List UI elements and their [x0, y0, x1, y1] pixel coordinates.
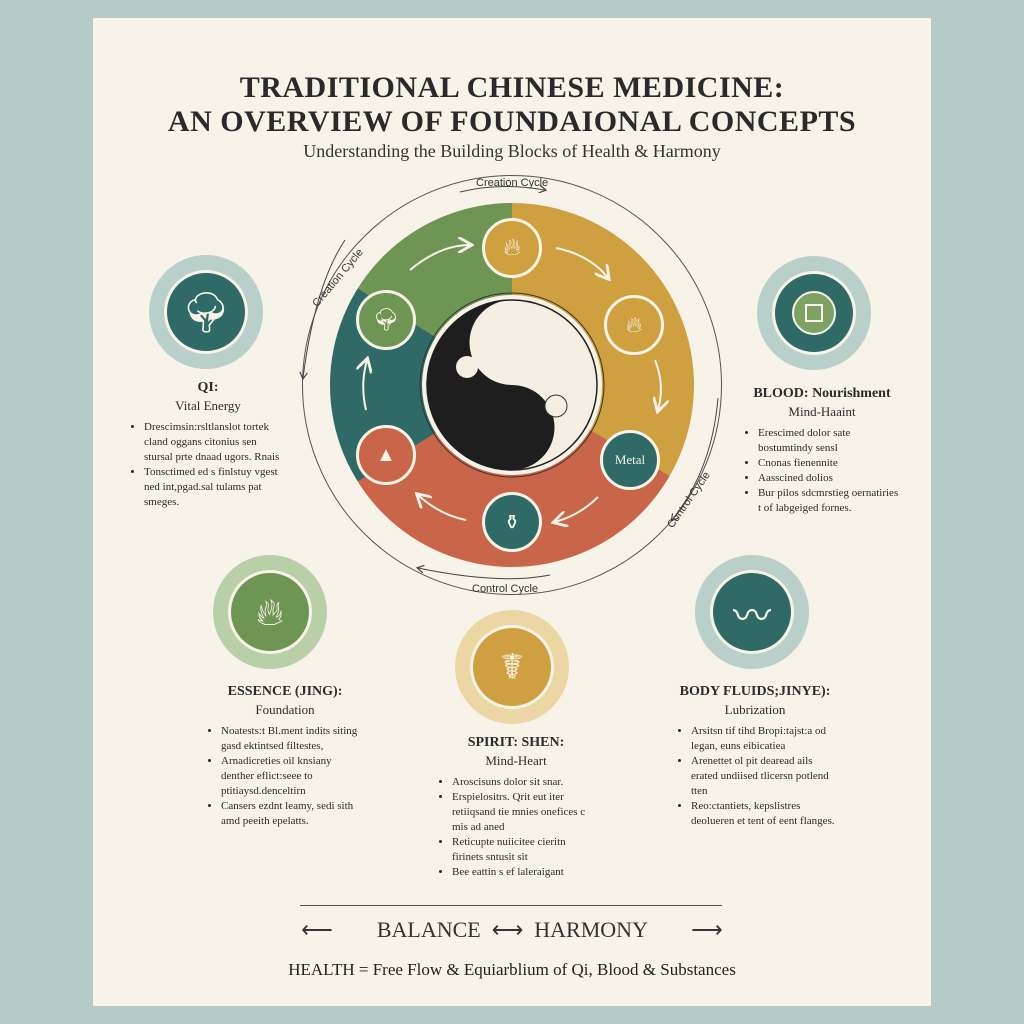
bullet: Drescimsin:rsltlanslot tortek cland ogga… [144, 420, 288, 465]
metal-label: Metal [614, 452, 646, 467]
flame-icon: 🔥︎ [625, 312, 643, 337]
mountain-icon: ▲ [376, 443, 396, 466]
section-subtitle: Mind-Heart [485, 753, 547, 768]
double-arrow-icon: ⟷ [486, 917, 529, 942]
section-title: BODY FLUIDS;JINYE): [679, 684, 831, 699]
harmony-label: HARMONY [534, 917, 648, 942]
fluids-badge: 〰 [695, 555, 809, 669]
cycle-label-top: Creation Cycle [476, 177, 549, 189]
essence-badge: 🔥︎ [213, 555, 327, 669]
section-essence: ESSENCE (JING): Foundation Noatests:t Bl… [205, 684, 365, 829]
fire-node: 🔥︎ [482, 218, 542, 278]
section-blood: BLOOD: Nourishment Mind-Haaint Erescimed… [742, 386, 902, 516]
section-subtitle: Vital Energy [175, 398, 241, 413]
subtitle: Understanding the Building Blocks of Hea… [303, 141, 721, 161]
section-qi: QI: Vital Energy Drescimsin:rsltlanslot … [128, 380, 288, 510]
bullet: Bee eattin s ef laleraigant [452, 865, 596, 880]
divider [300, 905, 722, 906]
bullet: Cansers ezdnt leamy, sedi sith amd peeit… [221, 799, 365, 829]
bullet: Aasscined dolios [758, 471, 902, 486]
cycle-ring [302, 175, 722, 595]
water-node: ⚱ [482, 492, 542, 552]
bullet: Reo:ctantiets, kepslistres deolueren et … [691, 799, 835, 829]
bullet: Noatests:t Bl.ment indits siting gasd ek… [221, 724, 365, 754]
section-title: BLOOD: Nourishment [753, 386, 891, 401]
section-title: ESSENCE (JING): [227, 684, 343, 699]
section-subtitle: Foundation [255, 702, 315, 717]
flame-icon: 🔥︎ [256, 589, 284, 634]
bullet: Tonsctimed ed s finlstuy vgest ned int,p… [144, 465, 288, 510]
bullet: Erspielositrs. Qrit eut iter retiiqsand … [452, 790, 596, 835]
vessel-icon: ⚱ [503, 511, 521, 534]
section-title: SPIRIT: SHEN: [467, 735, 565, 750]
blood-badge [757, 256, 871, 370]
earth-node: ▲ [356, 425, 416, 485]
metal-node: Metal [600, 430, 660, 490]
tree-icon: 🌳︎ [372, 307, 400, 332]
bullet: Aroscisuns dolor sit snar. [452, 775, 596, 790]
wood-node: 🌳︎ [356, 290, 416, 350]
section-subtitle: Lubrization [724, 702, 786, 717]
fire-node-2: 🔥︎ [604, 295, 664, 355]
bullet: Arnadicreties oil knsiany denther eflict… [221, 754, 365, 799]
title-line-2: AN OVERVIEW OF FOUNDAIONAL CONCEPTS [167, 105, 857, 138]
bullet: Erescimed dolor sate bostumtindy sensl [758, 426, 902, 456]
spirit-symbol-icon: ☤ [499, 646, 525, 688]
section-title: QI: [197, 380, 219, 395]
square-icon [792, 291, 836, 335]
tree-icon: 🌳︎ [180, 289, 232, 336]
bullet: Arenettet ol pit dearead ails erated und… [691, 754, 835, 799]
spirit-badge: ☤ [455, 610, 569, 724]
section-spirit: SPIRIT: SHEN: Mind-Heart Aroscisuns dolo… [436, 735, 596, 880]
balance-label: BALANCE [376, 917, 481, 942]
arrow-left-icon: ⟵ [301, 917, 372, 942]
bullet: Arsitsn tif tihd Bropi:tajst:a od legan,… [691, 724, 835, 754]
bullet: Bur pilos sdcmrstieg oernatiries t of la… [758, 486, 902, 516]
section-subtitle: Mind-Haaint [788, 404, 856, 419]
balance-harmony: ⟵ BALANCE ⟷ HARMONY ⟶ [0, 917, 1024, 943]
flame-icon: 🔥︎ [503, 234, 521, 261]
wave-icon: 〰 [732, 593, 771, 638]
section-body-fluids: BODY FLUIDS;JINYE): Lubrization Arsitsn … [675, 684, 835, 829]
arrow-right-icon: ⟶ [652, 917, 723, 942]
bullet: Reticupte nuiicitee cieritn firinets snt… [452, 835, 596, 865]
yin-yang-icon [426, 299, 598, 471]
bullet: Cnonas fienennite [758, 456, 902, 471]
qi-badge: 🌳︎ [149, 255, 263, 369]
title-line-1: TRADITIONAL CHINESE MEDICINE: [239, 71, 785, 104]
cycle-label-bottom: Control Cycle [472, 583, 539, 595]
health-formula: HEALTH = Free Flow & Equiarblium of Qi, … [288, 960, 736, 979]
